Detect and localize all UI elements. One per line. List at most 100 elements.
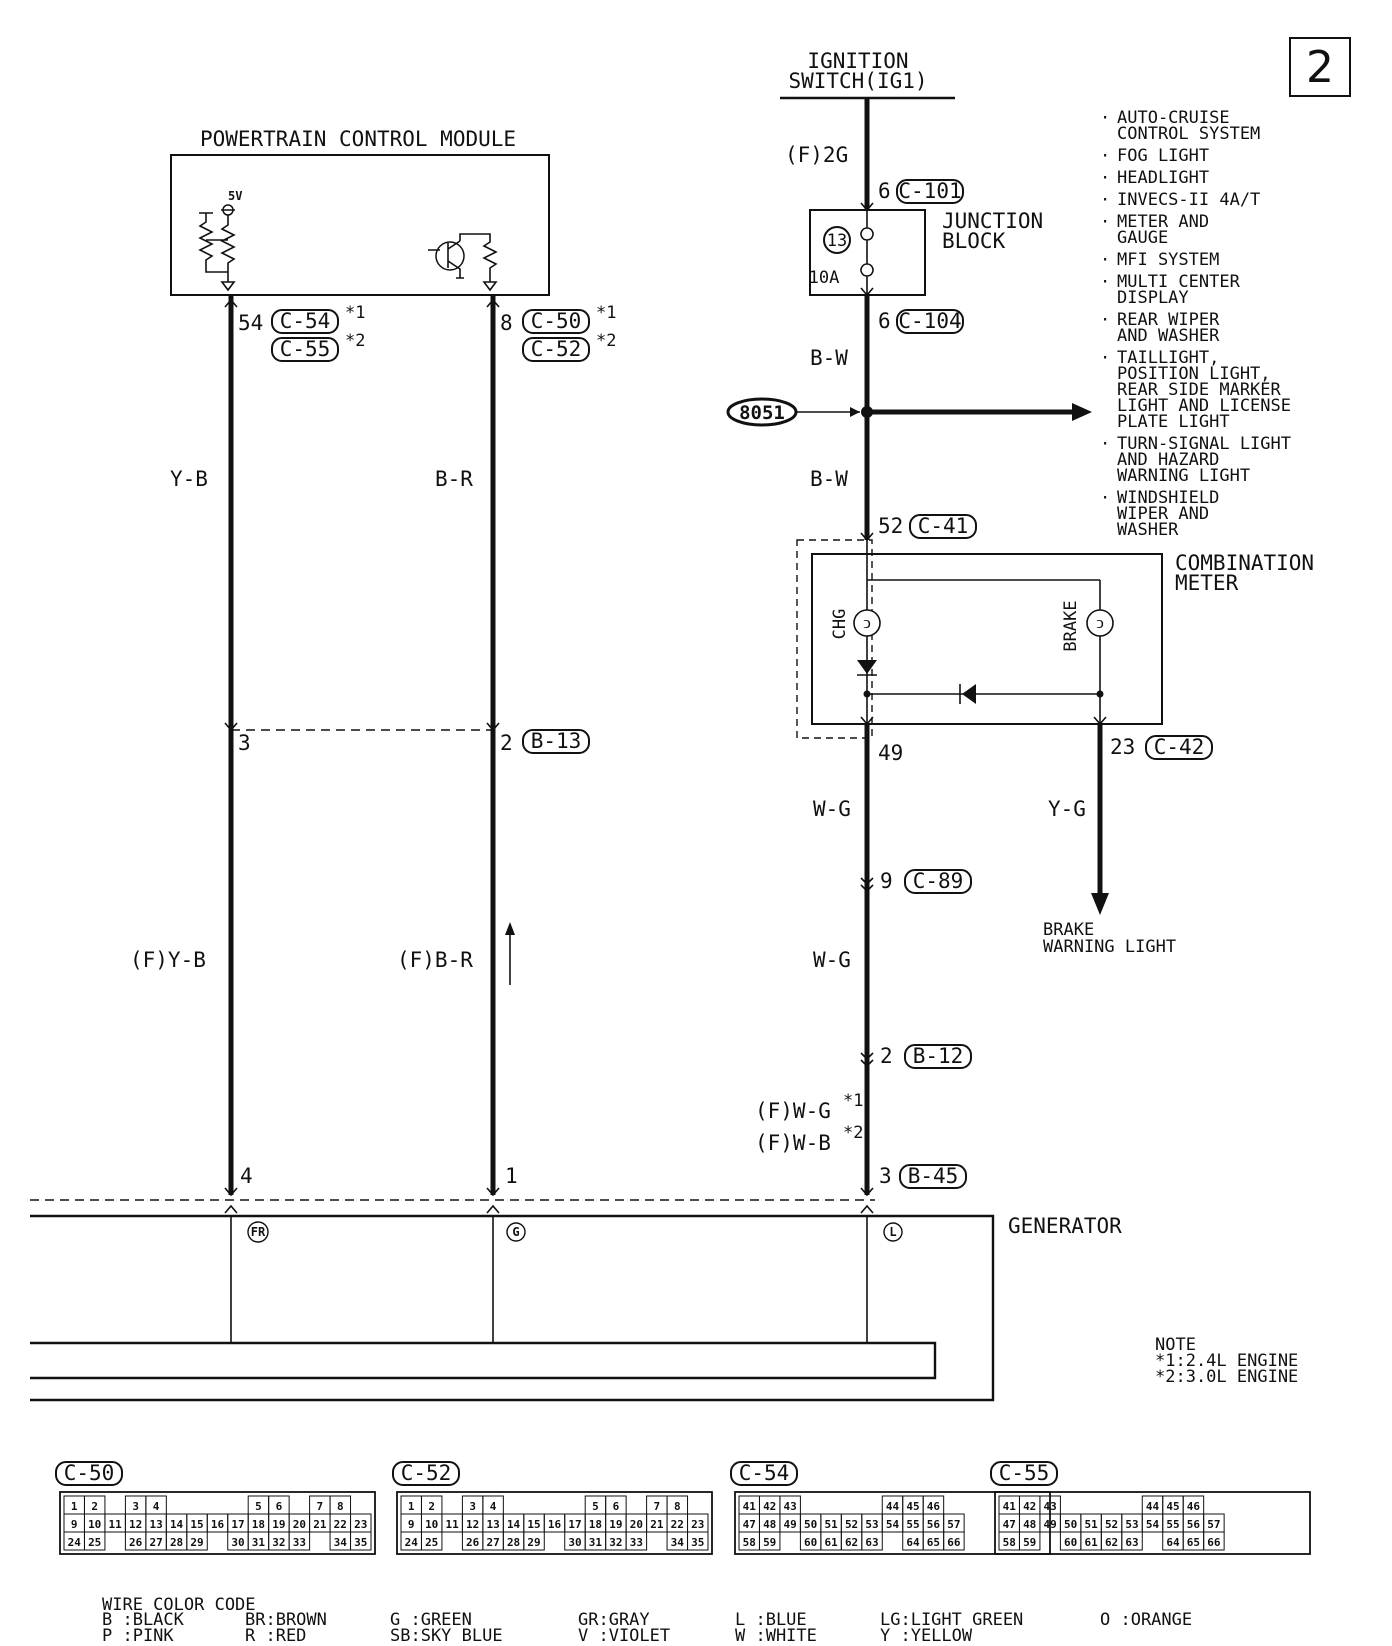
connector-pin-number: 49 — [1044, 1518, 1057, 1531]
connector-pin-number: 60 — [1064, 1536, 1077, 1549]
connector-chevron-0 — [860, 202, 874, 212]
connector-pin-number: 5 — [255, 1500, 262, 1513]
generator-l-terminal-icon — [883, 1222, 903, 1242]
connector-pin-number: 58 — [743, 1536, 756, 1549]
connector-pin-cell — [1121, 1531, 1143, 1551]
connector-face-outline — [994, 1491, 1311, 1555]
pcm-transistor-icon — [428, 233, 498, 292]
connector-c50: C-50 — [531, 309, 582, 333]
connector-pin-number: 26 — [129, 1536, 143, 1549]
connector-pin-number: 59 — [763, 1536, 776, 1549]
connector-pin-number: 10 — [88, 1518, 101, 1531]
connector-chevron-14 — [224, 1204, 238, 1214]
connector-pin-number: 6 — [613, 1500, 620, 1513]
system-bullet: · — [1100, 212, 1110, 232]
connector-pin-number: 43 — [784, 1500, 797, 1513]
connector-pin-number: 19 — [272, 1518, 285, 1531]
connector-pin-number: 44 — [886, 1500, 900, 1513]
system-bullet: · — [1100, 108, 1110, 128]
connector-c41: C-41 — [918, 514, 969, 538]
connector-pin-number: 19 — [609, 1518, 622, 1531]
connector-pin-number: 46 — [927, 1500, 941, 1513]
superscript-2b: *2 — [345, 331, 365, 351]
wire-label-fyb: (F)Y-B — [130, 948, 206, 972]
connector-pin-number: 64 — [906, 1536, 920, 1549]
connector-pin-number: 11 — [446, 1518, 460, 1531]
color-code-row1-1: BR:BROWN — [245, 1610, 327, 1630]
color-code-row1-0: B :BLACK — [102, 1610, 185, 1630]
generator-label: GENERATOR — [1008, 1214, 1122, 1238]
connector-pin-number: 8 — [337, 1500, 344, 1513]
connector-c54-badge — [271, 309, 339, 334]
system-bullet: · — [1100, 250, 1110, 270]
pin-1: 1 — [505, 1164, 518, 1188]
connector-pin-number: 57 — [947, 1518, 960, 1531]
pin-3: 3 — [238, 731, 251, 755]
connector-pin-number: 66 — [1207, 1536, 1221, 1549]
pin-8: 8 — [500, 311, 513, 335]
color-code-row2-4: W :WHITE — [735, 1626, 817, 1646]
connector-pin-number: 28 — [170, 1536, 183, 1549]
connector-pin-cell — [523, 1531, 545, 1551]
connector-pin-number: 18 — [589, 1518, 602, 1531]
system-item-9-line-2: WARNING LIGHT — [1117, 466, 1250, 486]
wire-label-yg: Y-G — [1048, 797, 1086, 821]
connector-pin-number: 20 — [630, 1518, 643, 1531]
connector-pin-number: 6 — [276, 1500, 283, 1513]
wire-label-f2g: (F)2G — [785, 143, 848, 167]
brake-warning-label-1: BRAKE — [1043, 920, 1094, 940]
connector-pin-number: 16 — [548, 1518, 562, 1531]
pcm-transistor-circle — [435, 241, 465, 271]
brake-diode-icon — [962, 684, 976, 704]
connector-pin-number: 14 — [170, 1518, 184, 1531]
connector-pin-number: 41 — [1003, 1500, 1017, 1513]
connector-pin-number: 56 — [1187, 1518, 1201, 1531]
color-code-row2-5: Y :YELLOW — [880, 1626, 973, 1646]
color-code-title: WIRE COLOR CODE — [102, 1595, 256, 1615]
connector-chevron-1 — [860, 287, 874, 297]
current-flow-arrow-icon — [505, 922, 515, 935]
connector-pin-number: 31 — [589, 1536, 603, 1549]
brake-lamp-label: BRAKE — [1061, 600, 1081, 651]
connector-c101: C-101 — [898, 179, 961, 203]
system-item-6-line-1: DISPLAY — [1117, 288, 1189, 308]
connector-pin-number: 51 — [1084, 1518, 1098, 1531]
connector-pin-number: 22 — [334, 1518, 347, 1531]
generator-fr-terminal-icon — [247, 1221, 269, 1243]
color-code-row1-6: O :ORANGE — [1100, 1610, 1192, 1630]
connector-c50-badge — [522, 309, 590, 334]
connector-pin-number: 65 — [927, 1536, 940, 1549]
connector-c89: C-89 — [913, 869, 964, 893]
connector-b12-badge — [904, 1044, 972, 1069]
pcm-resistor-icon — [198, 209, 236, 292]
connector-b45: B-45 — [908, 1164, 959, 1188]
connector-pin-cell — [350, 1531, 372, 1551]
pin-2: 2 — [500, 731, 513, 755]
connector-b13-badge — [522, 729, 590, 754]
connector-pin-number: 30 — [231, 1536, 244, 1549]
note-line-1: *1:2.4L ENGINE — [1155, 1351, 1298, 1371]
connector-b45-badge — [899, 1164, 967, 1189]
connector-pin-number: 34 — [671, 1536, 685, 1549]
connector-pin-cell — [420, 1531, 443, 1551]
connector-pin-number: 48 — [763, 1518, 776, 1531]
wire-label-wg2: W-G — [813, 948, 851, 972]
fuse-rating: 10A — [809, 268, 840, 288]
connector-pin-number: 3 — [132, 1500, 139, 1513]
connector-pin-number: 30 — [568, 1536, 581, 1549]
connector-pin-number: 49 — [784, 1518, 797, 1531]
connector-pin-number: 11 — [109, 1518, 123, 1531]
connector-pin-number: 35 — [691, 1536, 704, 1549]
meter-junction-left — [863, 690, 871, 698]
system-item-0-line-1: CONTROL SYSTEM — [1117, 124, 1260, 144]
connector-pin-number: 15 — [527, 1518, 540, 1531]
color-code-row1-2: G :GREEN — [390, 1610, 472, 1630]
pcm-supply-label: 5V — [228, 189, 242, 203]
connector-pin-cell — [1018, 1531, 1041, 1551]
color-code-row2-1: R :RED — [245, 1626, 306, 1646]
superscript-1a: *1 — [843, 1091, 863, 1111]
system-item-7-line-0: REAR WIPER — [1117, 310, 1220, 330]
